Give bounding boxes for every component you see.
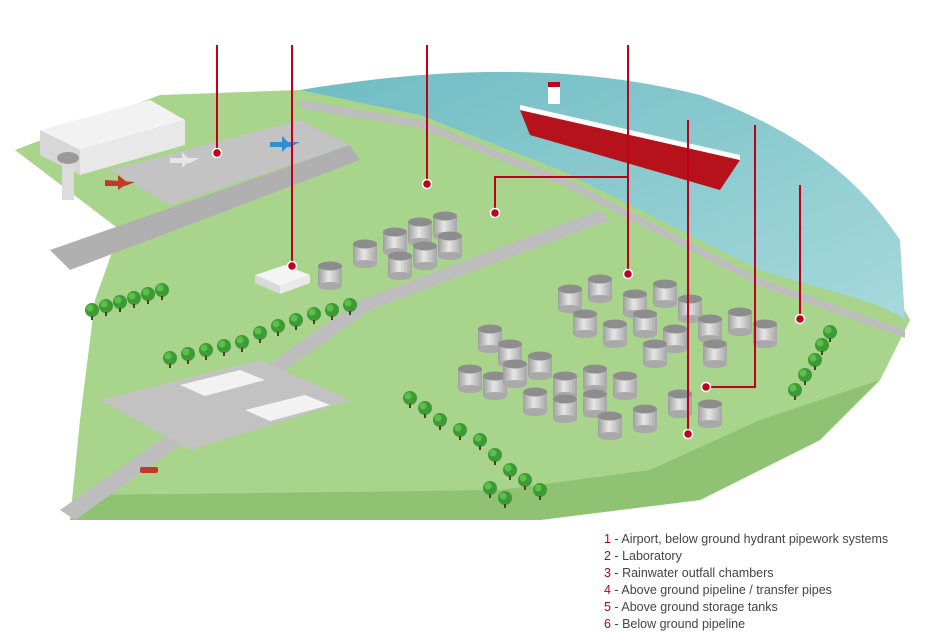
callout-markers (211, 147, 806, 440)
laboratory-building (255, 265, 310, 294)
legend-item-text: Laboratory (622, 549, 682, 563)
legend-item-4: 4 - Above ground pipeline / transfer pip… (604, 583, 832, 597)
legend-item-text: Above ground storage tanks (621, 600, 778, 614)
airplane-icon (105, 175, 135, 190)
callout-marker-icon (286, 260, 298, 272)
callout-line-below-ground-pipeline (706, 125, 756, 388)
legend-item-6: 6 - Below ground pipeline (604, 617, 746, 631)
callout-marker-icon (489, 207, 501, 219)
legend-item-text: Below ground pipeline (622, 617, 746, 631)
depot-shelter (180, 370, 330, 421)
legend-item-3: 3 - Rainwater outfall chambers (604, 566, 774, 580)
legend-item-text: Rainwater outfall chambers (622, 566, 774, 580)
callout-marker-icon (794, 313, 806, 325)
legend-item-2: 2 - Laboratory (604, 549, 682, 563)
callout-line-transfer-pipes (494, 45, 629, 212)
legend-item-5: 5 - Above ground storage tanks (604, 600, 778, 614)
callout-marker-icon (211, 147, 223, 159)
tanker-truck-icon (140, 467, 158, 473)
ground-shade (70, 380, 880, 520)
legend-item-1: 1 - Airport, below ground hydrant pipewo… (604, 532, 889, 546)
control-tower-icon (57, 152, 79, 200)
main-road (60, 210, 610, 520)
callout-marker-icon (700, 381, 712, 393)
airport-apron (110, 120, 350, 205)
storage-tank-icon (558, 284, 582, 313)
runway (50, 145, 360, 270)
legend-item-text: Airport, below ground hydrant pipework s… (621, 532, 889, 546)
callout-lines (216, 45, 801, 433)
callout-marker-icon (682, 428, 694, 440)
airplane-icon (170, 152, 200, 168)
callout-marker-icon (622, 268, 634, 280)
water-area (300, 71, 905, 320)
legend-item-text: Above ground pipeline / transfer pipes (621, 583, 832, 597)
depot-road (100, 360, 350, 450)
legend: 1 - Airport, below ground hydrant pipewo… (604, 531, 924, 633)
quay-edge (300, 100, 905, 338)
storage-tank-icon (353, 239, 377, 268)
oil-tanker-icon (520, 82, 740, 190)
callout-marker-icon (421, 178, 433, 190)
